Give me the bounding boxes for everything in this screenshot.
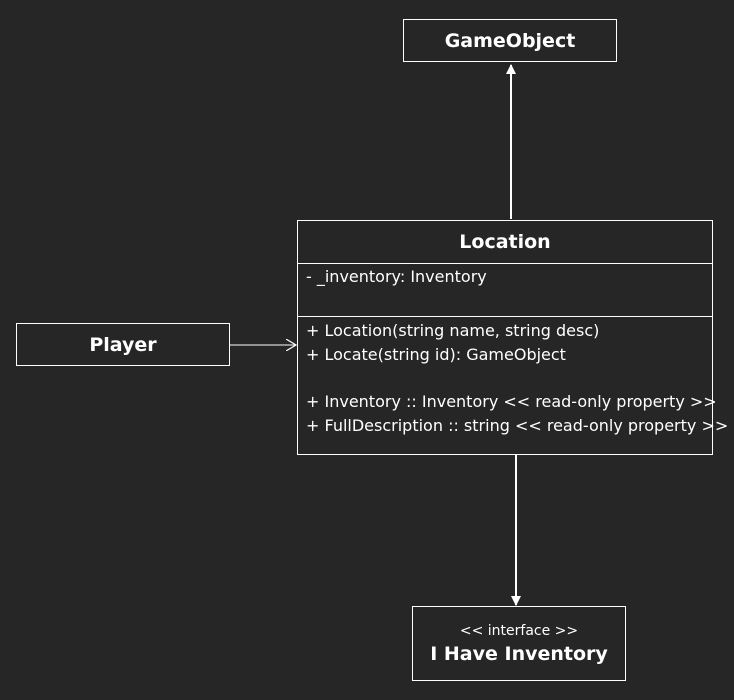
class-location-operations: + Location(string name, string desc) + L… <box>298 317 729 440</box>
class-player[interactable]: Player <box>16 323 230 366</box>
class-player-name: Player <box>89 333 157 356</box>
class-location-attributes: - _inventory: Inventory <box>298 264 712 317</box>
property-fulldescription: + FullDescription :: string << read-only… <box>306 416 729 435</box>
method-constructor: + Location(string name, string desc) <box>306 321 600 340</box>
interface-stereotype: << interface >> <box>459 622 579 639</box>
method-locate: + Locate(string id): GameObject <box>306 345 566 364</box>
class-location-name: Location <box>459 231 551 253</box>
attribute-inventory: - _inventory: Inventory <box>306 267 487 286</box>
interface-name: I Have Inventory <box>430 642 608 665</box>
operations-spacer <box>306 367 704 390</box>
class-gameobject-name: GameObject <box>444 29 576 52</box>
property-inventory: + Inventory :: Inventory << read-only pr… <box>306 392 717 411</box>
interface-ihaveinventory[interactable]: << interface >> I Have Inventory <box>412 606 626 681</box>
class-gameobject[interactable]: GameObject <box>403 19 617 62</box>
class-location[interactable]: Location - _inventory: Inventory + Locat… <box>297 220 729 455</box>
class-location-header: Location <box>298 221 712 264</box>
